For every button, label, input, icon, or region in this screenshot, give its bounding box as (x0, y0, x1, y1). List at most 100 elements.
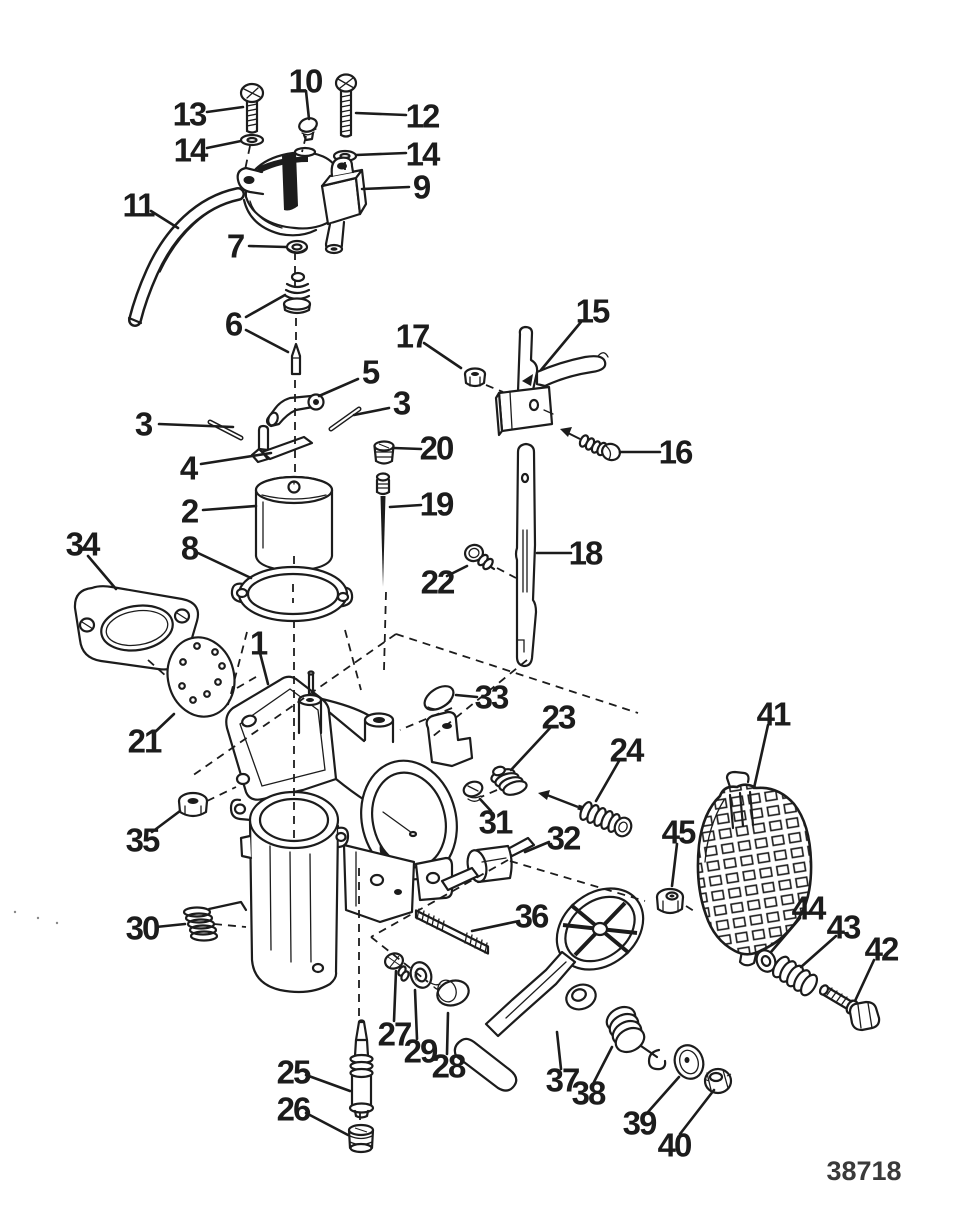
callout-13-0: 13 (173, 96, 207, 133)
callout-4-14: 4 (180, 450, 199, 487)
figure-part-number: 38718 (826, 1156, 901, 1186)
callout-10-1: 10 (289, 63, 322, 100)
leader-line-29-43 (413, 988, 419, 1041)
callout-45-32: 45 (662, 814, 696, 851)
callout-34-21: 34 (66, 526, 101, 563)
leader-line-22-20 (445, 564, 469, 578)
part-41-grid-cover (696, 770, 813, 967)
leader-line-44-33 (769, 916, 802, 954)
callout-30-36: 30 (126, 910, 159, 947)
callout-15-10: 15 (576, 293, 610, 330)
leader-line-3-12 (352, 406, 391, 417)
part-33-disc (423, 685, 455, 711)
leader-line-27-42 (392, 969, 398, 1023)
callout-40-41: 40 (658, 1127, 691, 1164)
leader-line-36-37 (470, 919, 521, 933)
part-24-mixture-screw (538, 790, 633, 838)
callout-12-2: 12 (406, 98, 440, 135)
part-27-screw (383, 952, 410, 982)
part-7-nut (285, 239, 309, 255)
leader-line-1-23 (258, 651, 270, 686)
callout-20-16: 20 (420, 430, 453, 467)
part-29-washer (409, 961, 433, 989)
part-12-bolt (334, 73, 358, 138)
part-26-plug (347, 1123, 375, 1154)
callout-21-24: 21 (128, 723, 162, 760)
leader-line-13-0 (205, 105, 245, 114)
part-9-fuel-pump (236, 146, 368, 255)
part-43-spring (771, 955, 819, 997)
leader-line-2-17 (201, 504, 258, 512)
leader-line-31-29 (478, 797, 493, 813)
callout-26-46: 26 (277, 1091, 311, 1128)
leader-line-39-40 (646, 1075, 681, 1114)
part-11-fuel-hose (127, 187, 245, 327)
part-13-screw (239, 82, 265, 134)
part-4-float-bracket (250, 424, 314, 464)
leader-line-4-14 (199, 451, 273, 466)
part-2-float (254, 475, 334, 573)
part-39-washer (673, 1044, 705, 1080)
leader-line-34-21 (86, 554, 118, 591)
part-38-spring (605, 1005, 667, 1071)
leader-line-14-3 (205, 139, 243, 150)
leader-line-45-32 (670, 842, 679, 888)
leader-line-33-26 (454, 693, 479, 699)
callout-1-23: 1 (250, 625, 268, 662)
part-19-needle (375, 472, 391, 587)
part-6-needle-seat (282, 271, 312, 315)
part-16-screw (560, 427, 621, 462)
part-20-jet (373, 440, 395, 465)
part-45-nut (655, 887, 685, 915)
callout-35-25: 35 (126, 822, 160, 859)
callout-18-19: 18 (569, 535, 603, 572)
callout-37-38: 37 (546, 1062, 579, 1099)
part-25-mixing-tube (348, 1019, 375, 1119)
leader-line-32-30 (523, 840, 551, 854)
parts-layer (13, 73, 881, 1154)
leader-line-25-45 (304, 1073, 352, 1093)
callout-29-43: 29 (404, 1033, 438, 1070)
leader-line-8-22 (196, 551, 253, 580)
callout-19-18: 19 (420, 486, 454, 523)
callout-2-17: 2 (181, 493, 199, 530)
leader-line-10-1 (304, 89, 311, 121)
callout-6-8: 6 (225, 306, 243, 343)
callout-25-45: 25 (277, 1054, 311, 1091)
leader-line-23-27 (509, 725, 553, 772)
part-15-cam-lever (494, 325, 609, 437)
part-21-diaphragm (166, 636, 236, 718)
part-44-washer (755, 949, 777, 973)
part-3-float-pin-left (207, 419, 244, 441)
callout-42-35: 42 (865, 931, 899, 968)
callout-39-40: 39 (623, 1105, 657, 1142)
part-14-washer-left (239, 133, 265, 147)
callout-43-34: 43 (827, 909, 861, 946)
part-30-spring (182, 900, 248, 942)
part-36-rod (414, 908, 490, 955)
callout-11-6: 11 (123, 187, 156, 224)
callout-14-4: 14 (406, 136, 441, 173)
part-31-plug (462, 780, 484, 802)
callout-44-33: 44 (792, 890, 827, 927)
callout-14-3: 14 (174, 132, 209, 169)
part-40-locknut (703, 1067, 733, 1095)
construction-lines (147, 135, 698, 1125)
part-35-nut (177, 791, 209, 818)
part-32-plunger (440, 836, 536, 892)
part-28-plug (430, 979, 470, 1007)
callout-22-20: 22 (421, 564, 455, 601)
leader-line-6-8 (244, 293, 287, 319)
leader-line-5-11 (317, 377, 360, 398)
callout-32-30: 32 (547, 820, 581, 857)
part-34-mount-gasket (73, 585, 200, 671)
callout-28-44: 28 (432, 1048, 466, 1085)
leader-line-11-6 (149, 209, 180, 230)
leader-line-20-16 (392, 446, 423, 451)
leader-line-12-2 (354, 111, 408, 117)
callout-8-22: 8 (181, 530, 199, 567)
leader-line-9-5 (360, 185, 411, 191)
leader-line-42-35 (853, 958, 876, 1003)
